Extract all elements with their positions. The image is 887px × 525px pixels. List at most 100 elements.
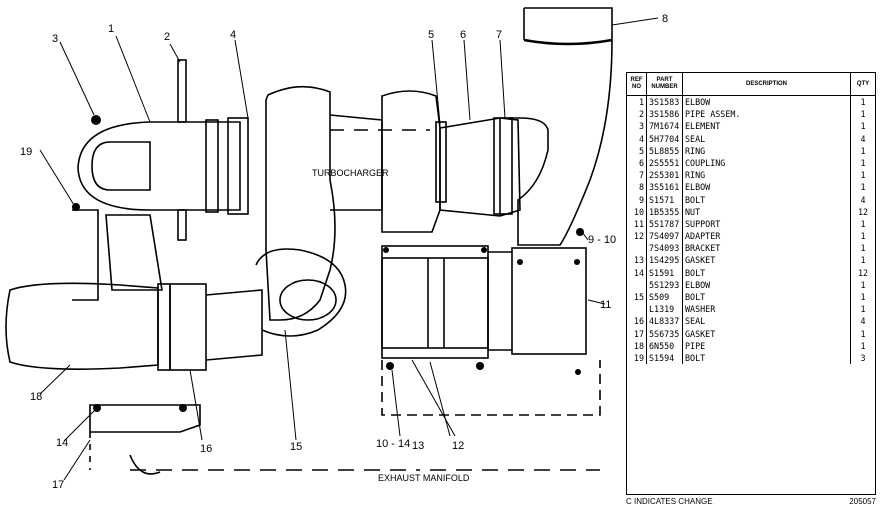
drawing-code: 205057 xyxy=(849,497,876,506)
qty-cell: 1 xyxy=(860,145,866,156)
description-cell: SUPPORT xyxy=(683,217,851,231)
qty-cell: 1 xyxy=(860,109,866,120)
qty-cell: 1 xyxy=(860,304,866,315)
description-cell: NUT xyxy=(683,205,851,218)
ref-cell: 17 xyxy=(627,327,647,340)
ref-cell: 15C xyxy=(627,291,647,304)
ref-cell: 9C xyxy=(627,193,647,206)
callout-label: 17 xyxy=(52,479,64,491)
qty-cell: 12 xyxy=(857,206,869,217)
part-number-cell: 1B5355 xyxy=(647,205,683,218)
part-number-cell: 7M1674 xyxy=(647,120,683,133)
callout-label: 15 xyxy=(290,441,302,453)
change-note: C INDICATES CHANGE xyxy=(626,497,713,506)
ref-cell: 19C xyxy=(627,351,647,365)
qty-cell: 1 xyxy=(860,340,866,351)
description-cell: ELEMENT xyxy=(683,120,851,133)
callout-label: 12 xyxy=(452,440,464,452)
description-cell: WASHER xyxy=(683,303,851,316)
ref-cell: 12 xyxy=(627,230,647,243)
qty-cell: 1 xyxy=(860,328,866,339)
callout-label: 4 xyxy=(230,29,236,41)
part-number-cell: 4L8337 xyxy=(647,315,683,328)
callout-label: 9 - 10 xyxy=(588,234,616,246)
ref-cell: 1 xyxy=(627,96,647,109)
callout-label: 13 xyxy=(412,440,424,452)
description-cell: ELBOW xyxy=(683,96,851,109)
part-number-cell: S1591 xyxy=(647,266,683,279)
part-number-cell: 5S1787 xyxy=(647,217,683,231)
qty-cell: 3 xyxy=(860,352,866,363)
description-cell: ELBOW xyxy=(683,181,851,194)
qty-cell: 1 xyxy=(860,182,866,193)
qty-cell: 1 xyxy=(860,279,866,290)
callout-label: 6 xyxy=(460,29,466,41)
description-cell: RING xyxy=(683,169,851,182)
turbocharger-label: TURBOCHARGER xyxy=(312,168,389,178)
table-row: 19CS1594BOLT3 xyxy=(627,351,875,365)
header-part-number: PART NUMBER xyxy=(647,73,683,95)
callout-label: 5 xyxy=(428,29,434,41)
part-number-cell: 2S5551 xyxy=(647,156,683,170)
part-number-cell: S509 xyxy=(647,291,683,304)
callout-label: 7 xyxy=(496,29,502,41)
ref-cell: 5 xyxy=(627,144,647,157)
qty-cell: 1 xyxy=(860,292,866,302)
ref-cell: 13 xyxy=(627,254,647,267)
description-cell: GASKET xyxy=(683,327,851,340)
description-cell: BRACKET xyxy=(683,242,851,255)
qty-cell: 1 xyxy=(860,170,866,181)
ref-cell: 4 xyxy=(627,132,647,145)
part-number-cell: 2S5301 xyxy=(647,169,683,182)
table-row: 18C6N550PIPE1 xyxy=(627,339,875,352)
qty-cell: 4 xyxy=(860,316,866,327)
description-cell: PIPE xyxy=(683,339,851,352)
part-number-cell: 5H7704 xyxy=(647,132,683,145)
header-description: DESCRIPTION xyxy=(683,73,851,95)
ref-cell: 11 xyxy=(627,217,647,231)
part-number-cell: 7S4093 xyxy=(647,242,683,255)
description-cell: BOLT xyxy=(683,351,851,365)
ref-cell: C xyxy=(627,303,647,316)
ref-cell: 2 xyxy=(627,108,647,121)
qty-cell: 1 xyxy=(860,218,866,229)
ref-cell xyxy=(627,278,647,291)
description-cell: BOLT xyxy=(683,291,851,304)
ref-cell: 10 xyxy=(627,205,647,218)
callout-label: 18 xyxy=(30,391,42,403)
description-cell: ADAPTER xyxy=(683,230,851,243)
table-header: REF NO PART NUMBER DESCRIPTION QTY xyxy=(627,73,875,96)
header-ref: REF NO xyxy=(627,73,647,95)
callout-label: 14 xyxy=(56,437,68,449)
description-cell: BOLT xyxy=(683,193,851,206)
description-cell: ELBOW xyxy=(683,278,851,291)
part-number-cell: 5S1293 xyxy=(647,278,683,291)
part-number-cell: 3S1586 xyxy=(647,108,683,121)
ref-cell: 8 xyxy=(627,181,647,194)
part-number-cell: S1571 xyxy=(647,193,683,206)
qty-cell: 4 xyxy=(860,194,866,205)
description-cell: SEAL xyxy=(683,132,851,145)
callout-label: 8 xyxy=(662,13,668,25)
part-number-cell: 6N550 xyxy=(647,339,683,352)
ref-cell: 7 xyxy=(627,169,647,182)
part-number-cell: 3S5161 xyxy=(647,181,683,194)
description-cell: GASKET xyxy=(683,254,851,267)
